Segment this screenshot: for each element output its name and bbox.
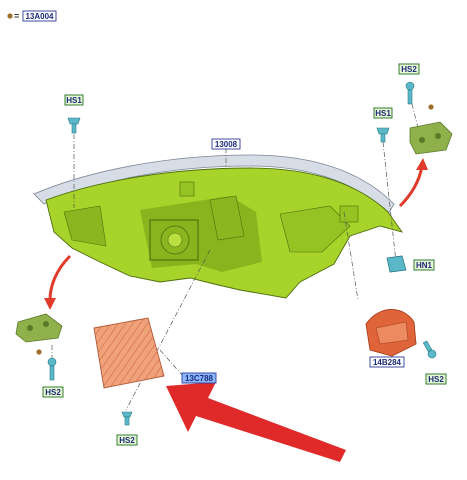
big-arrow-icon <box>166 382 346 462</box>
screw-shank <box>422 340 433 352</box>
callout-hs2-bottom: HS2 <box>116 434 138 446</box>
callout-box <box>425 373 447 385</box>
callout-13c788: 13C788 <box>181 372 217 384</box>
callout-hs1-left: HS1 <box>64 94 84 106</box>
screw-shank <box>71 123 77 134</box>
callout-label: HS2 <box>428 375 444 384</box>
bracket-hole <box>419 137 425 143</box>
left-bracket-shape <box>15 313 63 343</box>
screw-hs1-left <box>67 117 81 134</box>
left-bracket <box>15 313 63 355</box>
callout-box <box>64 94 84 106</box>
legend-code: 13A004 <box>25 12 54 21</box>
legend-symbol: = <box>14 11 19 21</box>
bracket-hole <box>43 321 49 327</box>
legend-marker-icon <box>7 13 13 19</box>
callout-hs1-right: HS1 <box>373 107 393 119</box>
callout-label: 14B284 <box>373 358 402 367</box>
callout-label: 13C788 <box>185 374 214 383</box>
screw-shank <box>124 416 130 426</box>
legend: = 13A004 <box>7 10 57 22</box>
screw-shank <box>380 133 386 143</box>
callout-14b284: 14B284 <box>369 356 405 368</box>
housing-right-section <box>279 205 351 253</box>
screw-hs2-bottom <box>121 411 133 426</box>
screw-shank <box>49 365 55 381</box>
top-right-bracket-shape <box>409 121 453 155</box>
callout-label: HS1 <box>375 109 391 118</box>
callout-box <box>398 63 420 75</box>
housing-right-tab <box>339 205 359 223</box>
bracket-hole <box>435 133 441 139</box>
callout-label: HS2 <box>45 388 61 397</box>
screw-icon <box>376 127 390 135</box>
housing-top-tab <box>179 181 195 197</box>
bracket-hole <box>27 325 33 331</box>
screw-hs2-top-right <box>405 81 415 105</box>
callout-label: 13008 <box>215 140 238 149</box>
callout-label: HS2 <box>119 436 135 445</box>
leader-14b284 <box>343 211 359 301</box>
screw-icon <box>67 117 81 125</box>
callout-13008: 13008 <box>211 138 241 150</box>
leader-13c788 <box>159 349 183 376</box>
module-hatch <box>94 318 164 388</box>
legend-code-box <box>22 10 57 22</box>
screw-icon <box>405 81 415 91</box>
arrow-left-curved-icon <box>44 254 72 310</box>
arrow-right-curved-icon <box>398 158 428 208</box>
top-right-bracket <box>409 104 453 155</box>
callout-box <box>211 138 241 150</box>
callout-box <box>116 434 138 446</box>
leader-hs2-top-right <box>411 103 419 129</box>
callout-hs2-top-right: HS2 <box>398 63 420 75</box>
hn1-nut <box>386 255 407 273</box>
callout-label: HN1 <box>416 261 433 270</box>
callout-label: HS1 <box>66 96 82 105</box>
right-bracket-face <box>375 321 409 345</box>
callout-hs2-right: HS2 <box>425 373 447 385</box>
nut-icon <box>386 255 407 273</box>
screw-icon <box>47 357 57 367</box>
right-bracket-14b284 <box>365 309 417 357</box>
callout-box <box>42 386 64 398</box>
screw-hs2-right <box>422 340 437 359</box>
marker-dot-icon <box>428 104 434 110</box>
housing-left-boss <box>63 205 107 247</box>
screw-icon <box>121 411 133 418</box>
leader-hs1-right <box>382 141 397 263</box>
callout-box <box>181 372 217 384</box>
callout-hs2-left: HS2 <box>42 386 64 398</box>
housing-grille <box>149 219 199 261</box>
callout-box <box>369 356 405 368</box>
callout-label: HS2 <box>401 65 417 74</box>
control-module <box>93 317 165 389</box>
marker-dot-icon <box>36 349 42 355</box>
screw-hs2-left <box>47 357 57 381</box>
callout-box <box>373 107 393 119</box>
leader-hs2-bottom <box>125 249 211 411</box>
headlamp-assembly <box>33 154 404 299</box>
housing-bulb-core <box>167 232 183 248</box>
screw-hs1-right <box>376 127 390 143</box>
screw-shank <box>407 89 413 105</box>
callout-hn1: HN1 <box>413 259 435 271</box>
callout-box <box>413 259 435 271</box>
housing-rib <box>209 195 245 241</box>
